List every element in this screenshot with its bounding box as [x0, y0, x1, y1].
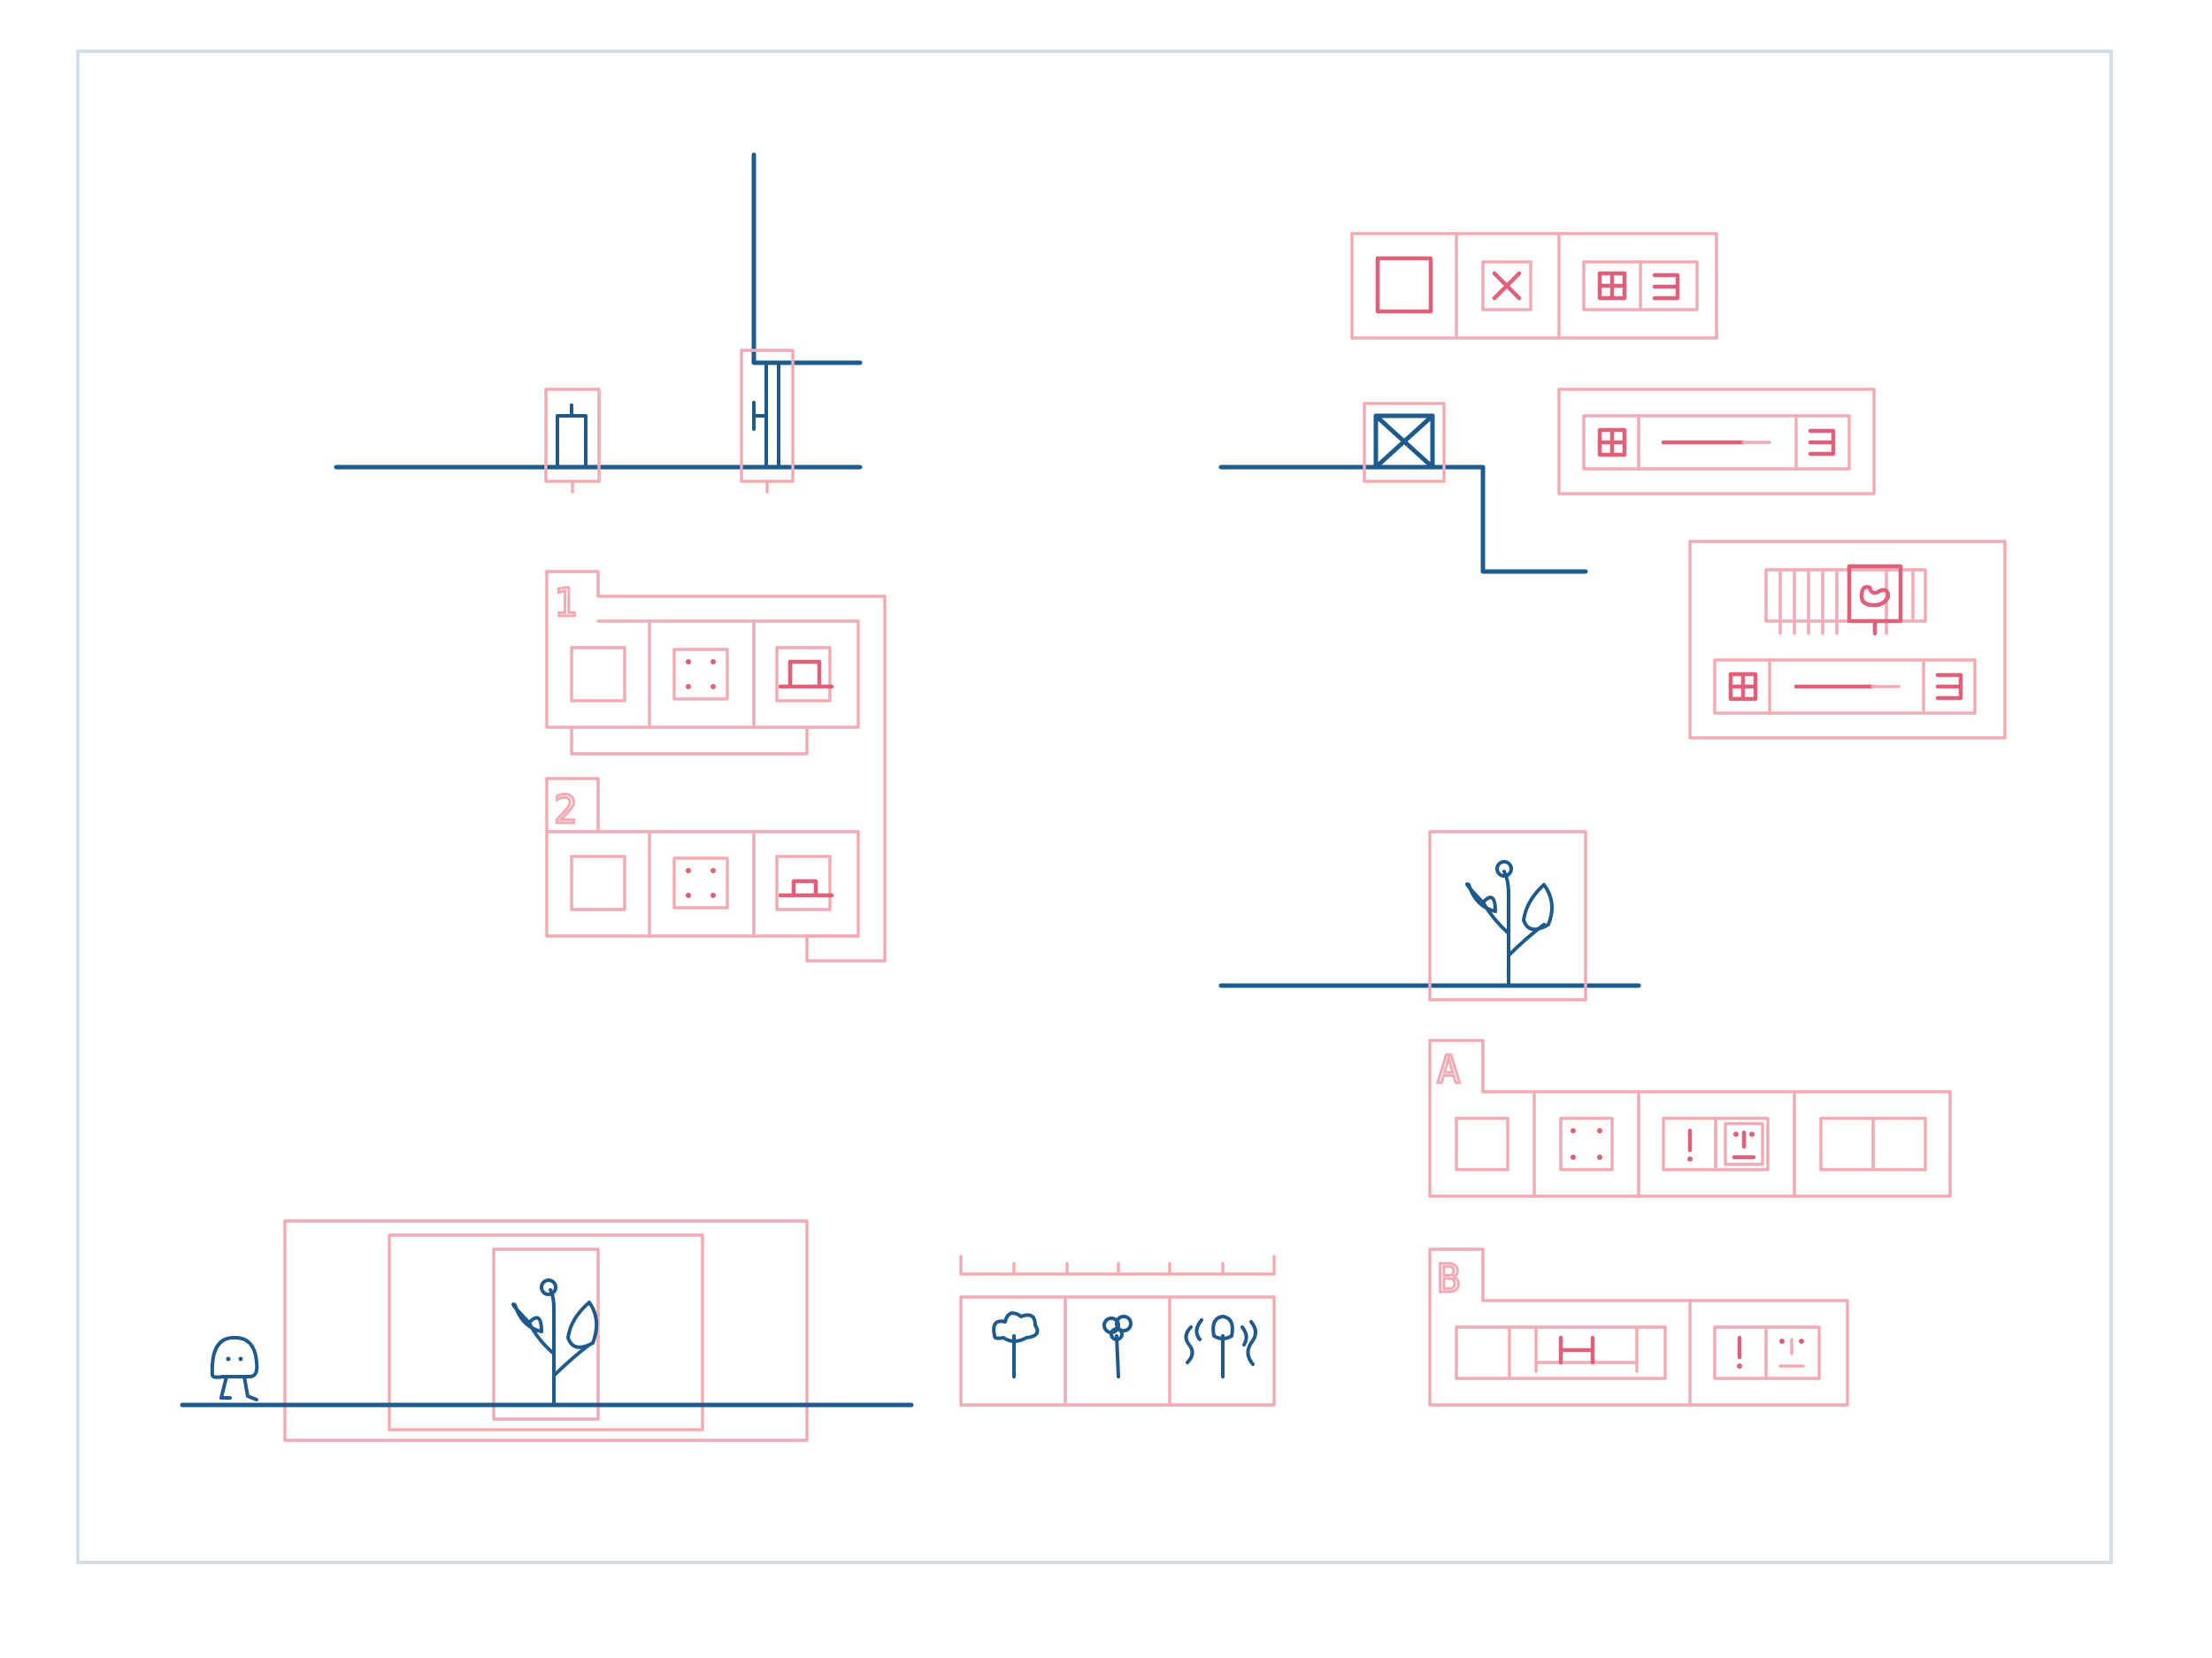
- exclamation-icon[interactable]: [1687, 1128, 1693, 1162]
- x-icon[interactable]: [1481, 260, 1532, 311]
- three-icon[interactable]: [1652, 272, 1680, 301]
- film-strip: [1764, 568, 1927, 623]
- small-post: [556, 414, 588, 469]
- flower-palette: [959, 1255, 1276, 1407]
- pole-door-scene: [334, 152, 863, 494]
- plant-icon: [511, 1278, 599, 1407]
- grid-icon[interactable]: [1597, 271, 1627, 301]
- middle-zoom-frame: [388, 1233, 704, 1432]
- stage-2-panel: 2: [545, 777, 860, 938]
- ruler: [959, 1255, 1276, 1276]
- grid-icon[interactable]: [1597, 427, 1627, 457]
- bush-flower-icon[interactable]: [992, 1311, 1040, 1378]
- crate-marker-box: [1363, 402, 1446, 483]
- three-icon[interactable]: [1808, 428, 1836, 457]
- stair-ledge-scene: [1218, 402, 1588, 574]
- face-icon[interactable]: [1724, 1122, 1764, 1166]
- zoom-scene: [180, 1219, 914, 1442]
- stage-a-label: A: [1437, 1048, 1461, 1093]
- pole-arm: [751, 356, 863, 365]
- stage-b-panel: B: [1428, 1247, 1849, 1407]
- three-icon[interactable]: [1935, 672, 1963, 701]
- outer-zoom-frame: [283, 1219, 809, 1442]
- square-icon[interactable]: [1455, 1117, 1509, 1171]
- grid-icon[interactable]: [1728, 672, 1758, 702]
- distance-track: [1455, 1325, 1667, 1380]
- toolbar-row-1: [1350, 232, 1718, 340]
- bench-icon[interactable]: [778, 879, 834, 898]
- bench-icon[interactable]: [778, 659, 834, 689]
- sprout-scene: [1218, 830, 1641, 1002]
- stage-1-label: 1: [554, 580, 578, 626]
- stage-b-label: B: [1437, 1256, 1461, 1301]
- square-icon[interactable]: [570, 646, 626, 702]
- square-icon[interactable]: [570, 855, 626, 911]
- outer-frame: [76, 50, 2113, 1564]
- stage-2-label: 2: [554, 787, 578, 833]
- exclamation-icon[interactable]: [1737, 1335, 1742, 1369]
- mushroom-character-icon: [210, 1335, 259, 1401]
- crate: [1373, 413, 1435, 470]
- berry-flower-icon[interactable]: [1102, 1315, 1133, 1378]
- stage-a-panel: A: [1428, 1039, 1952, 1198]
- plant-marker-box: [1428, 830, 1587, 1002]
- door-handle: [752, 401, 768, 431]
- toolbar-row-2: [1557, 388, 1876, 495]
- plant-icon: [1465, 860, 1554, 987]
- dice-four-icon[interactable]: [672, 648, 729, 701]
- face-icon[interactable]: [1778, 1338, 1805, 1368]
- dice-four-icon[interactable]: [672, 856, 729, 910]
- step-ground: [1218, 464, 1588, 574]
- toolbar-panel-3: [1688, 540, 2007, 740]
- inner-zoom-frame: [492, 1247, 600, 1421]
- stage-1-panel: 1: [545, 570, 887, 963]
- dice-four-icon[interactable]: [1559, 1117, 1614, 1171]
- square-icon[interactable]: [1375, 256, 1433, 314]
- tulip-wind-icon[interactable]: [1184, 1315, 1257, 1378]
- measure-marker[interactable]: [1558, 1335, 1595, 1365]
